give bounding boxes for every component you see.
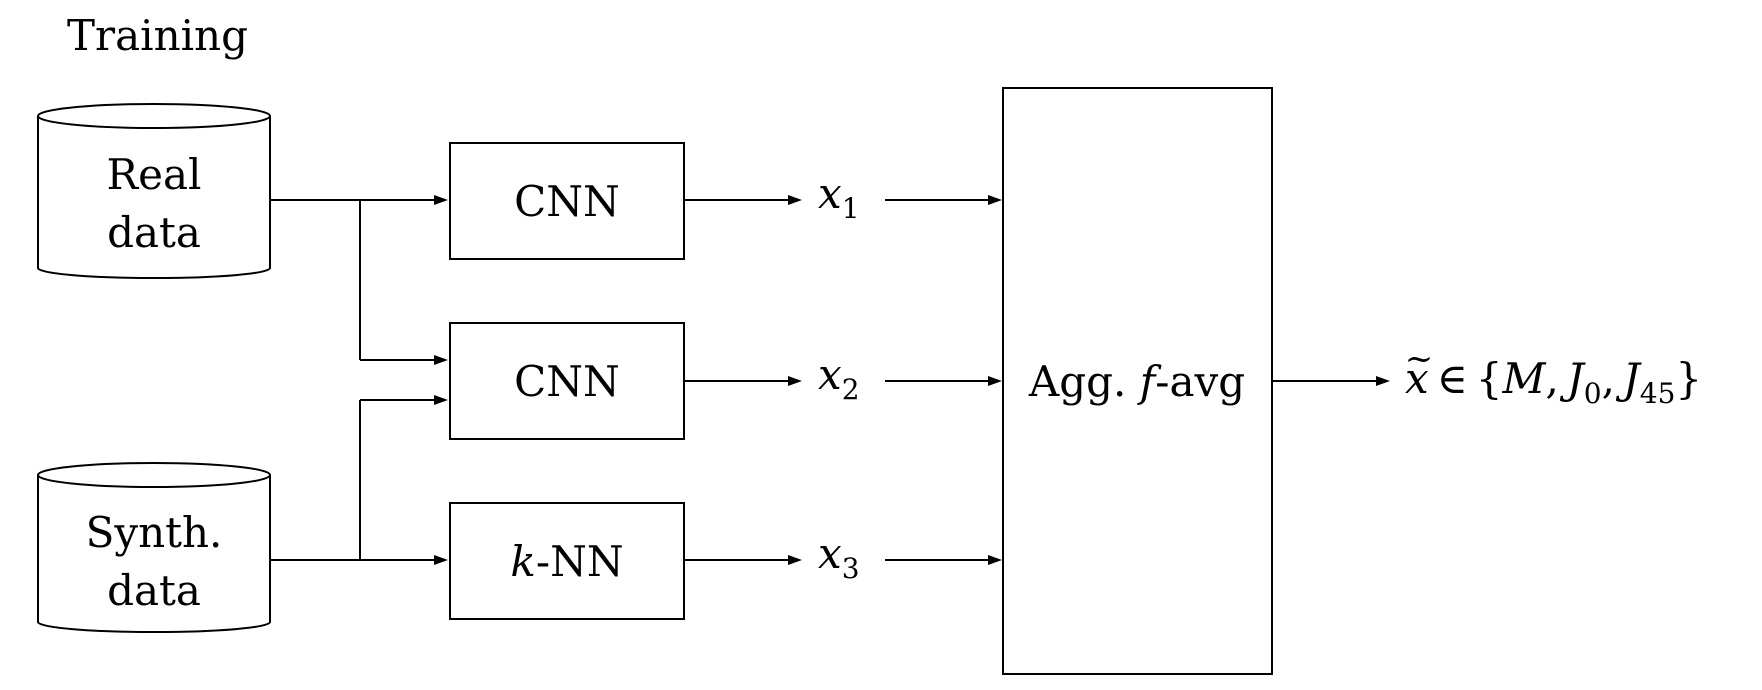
model-box-2: CNN	[449, 322, 685, 440]
result-expression: ~ x∈{M,J0,J45}	[1405, 339, 1702, 410]
diagram-title: Training	[67, 11, 248, 60]
model-output-arrows	[684, 195, 802, 565]
result-tilde: ~	[1405, 339, 1434, 379]
aggregator-box: Agg. f-avg	[1002, 87, 1273, 675]
source-connectors	[270, 195, 448, 565]
result-arrow	[1272, 376, 1390, 386]
model-label-2: CNN	[514, 357, 620, 406]
aggregator-label: Agg. f-avg	[1028, 357, 1245, 406]
model-var-k: k	[510, 537, 535, 586]
synth-data-cylinder: Synth. data	[37, 462, 271, 633]
model-box-1: CNN	[449, 142, 685, 260]
model-label-1: CNN	[514, 177, 620, 226]
result-set: x∈{M,J0,J45}	[1405, 354, 1702, 410]
real-data-cylinder: Real data	[37, 103, 271, 279]
output-x3: x3	[818, 529, 860, 585]
output-x2: x2	[818, 350, 860, 406]
output-aggregator-arrows	[885, 195, 1002, 565]
real-data-label-line1: Real	[107, 150, 202, 199]
synth-data-label-line2: data	[107, 566, 201, 615]
model-box-3: k-NN	[449, 502, 685, 620]
real-data-label-line2: data	[107, 208, 201, 257]
model-label-3: k-NN	[510, 537, 623, 586]
model-label-nn: -NN	[536, 537, 624, 586]
synth-data-label-line1: Synth.	[86, 508, 223, 557]
output-x1: x1	[818, 169, 860, 225]
